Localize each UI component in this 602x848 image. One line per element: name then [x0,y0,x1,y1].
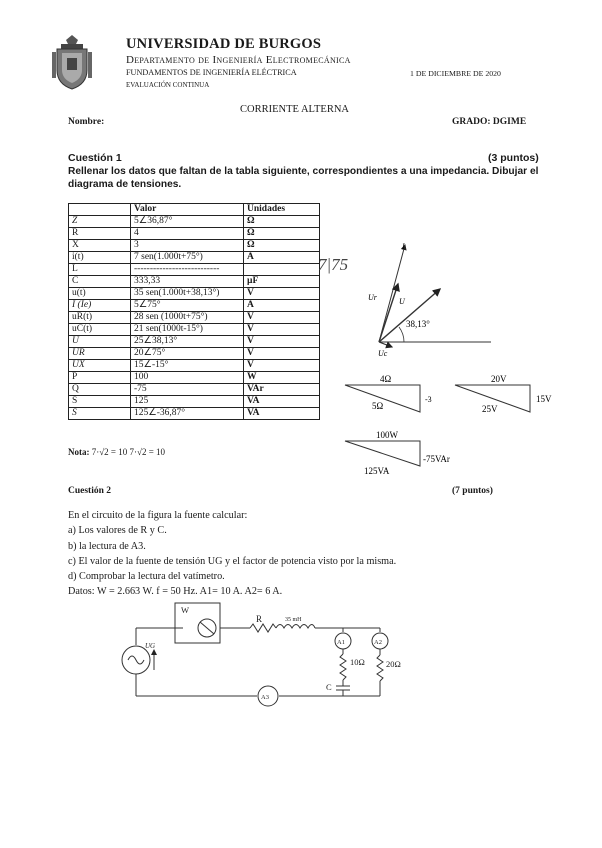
wattmeter-label: W [181,605,189,615]
voltage-triangle-hyp: 25V [482,404,498,414]
phasor-current [378,244,407,343]
power-triangle-side: -75VAr [423,454,450,464]
university-name: UNIVERSIDAD DE BURGOS [126,36,322,52]
resistor-10-label: 10Ω [350,657,365,667]
question2-points: (7 puntos) [452,486,493,496]
handwritten-annotation: 7|75 [318,255,349,274]
resistor-20-icon [376,654,384,682]
phasor-label-ur: Ur [368,293,378,302]
question1-points: (3 puntos) [488,152,539,164]
resistor-10-icon [339,653,347,681]
ammeter-a3-icon [257,685,279,707]
wattmeter-box [174,602,221,644]
question2-line: Datos: W = 2.663 W. f = 50 Hz. A1= 10 A.… [68,586,283,598]
table-note: Nota: 7·√2 = 10 7·√2 = 10 [68,447,165,457]
impedance-triangle-top: 4Ω [380,374,392,384]
phasor-label-u: U [399,297,406,306]
table-row: L--------------------------- [68,263,320,276]
power-triangle-hyp: 125VA [364,466,390,476]
phasor-ur [378,282,400,343]
phasor-u [378,288,442,343]
note-label: Nota: [68,447,90,457]
university-crest-logo [52,35,92,90]
table-cell: 125∠-36,87° [130,407,244,420]
inductor-label: 35 mH [285,617,302,623]
exam-date: 1 DE DICIEMBRE DE 2020 [410,69,501,78]
question2-statement: En el circuito de la figura la fuente ca… [68,508,396,600]
department-name: Departamento de Ingeniería Electromecáni… [126,54,351,66]
question1-title: Cuestión 1 [68,152,122,164]
question2-line: c) El valor de la fuente de tensión UG y… [68,555,397,567]
evaluation-type: EVALUACIÓN CONTINUA [126,81,210,89]
table-header-row: Valor Unidades [68,203,320,216]
question2-title: Cuestión 2 [68,486,112,496]
question2-line: d) Comprobar la lectura del vatímetro. [68,571,225,583]
document-title: CORRIENTE ALTERNA [240,104,349,115]
grade-label: GRADO: DGIME [452,117,527,127]
question2-line: b) la lectura de A3. [68,540,146,552]
question1-statement: Rellenar los datos que faltan de la tabl… [68,166,539,190]
name-label: Nombre: [68,117,105,127]
table-cell: VA [243,407,320,420]
voltage-triangle-top: 20V [491,374,507,384]
circuit-diagram [121,602,389,707]
phasor-uc [378,341,394,349]
note-text: 7·√2 = 10 7·√2 = 10 [91,447,166,457]
impedance-triangle-hyp: 5Ω [372,401,384,411]
ammeter-a3-label: A3 [261,694,269,701]
resistor-r-label: R [256,614,262,624]
phasor-angle-label: 38,13° [406,319,430,329]
phasor-diagram: 38,13° Ur U I Uc [368,242,491,358]
phasor-label-uc: Uc [378,349,388,358]
resistor-20-label: 20Ω [386,659,401,669]
subject-name: FUNDAMENTOS DE INGENIERÍA ELÉCTRICA [126,68,297,77]
power-triangle: 100W 125VA -75VAr [344,430,450,476]
capacitor-label: C [326,682,332,692]
impedance-triangle: 4Ω 5Ω -3 [344,374,432,413]
ammeter-a1-label: A1 [337,639,345,646]
voltage-triangle: 20V 25V 15V [454,374,552,414]
table-cell: V [243,347,320,360]
wattmeter-icon [197,618,217,638]
power-triangle-top: 100W [376,430,399,440]
circuit-labels: W R 35 mH A1 A2 A3 10Ω 20Ω C UG [145,605,401,701]
question2-line: En el circuito de la figura la fuente ca… [68,510,248,521]
impedance-triangle-side: -3 [425,395,432,404]
question2-line: a) Los valores de R y C. [68,525,167,537]
inductor-icon [275,624,316,630]
source-label: UG [145,642,155,650]
voltage-triangle-side: 15V [536,394,552,404]
table-row: u(t)35 sen(1.000t+38,13°)V [68,287,320,300]
phasor-label-i: I [401,242,405,251]
phasor-angle-arc [398,326,405,343]
resistor-r-icon [249,623,277,633]
ammeter-a2-label: A2 [374,639,382,646]
